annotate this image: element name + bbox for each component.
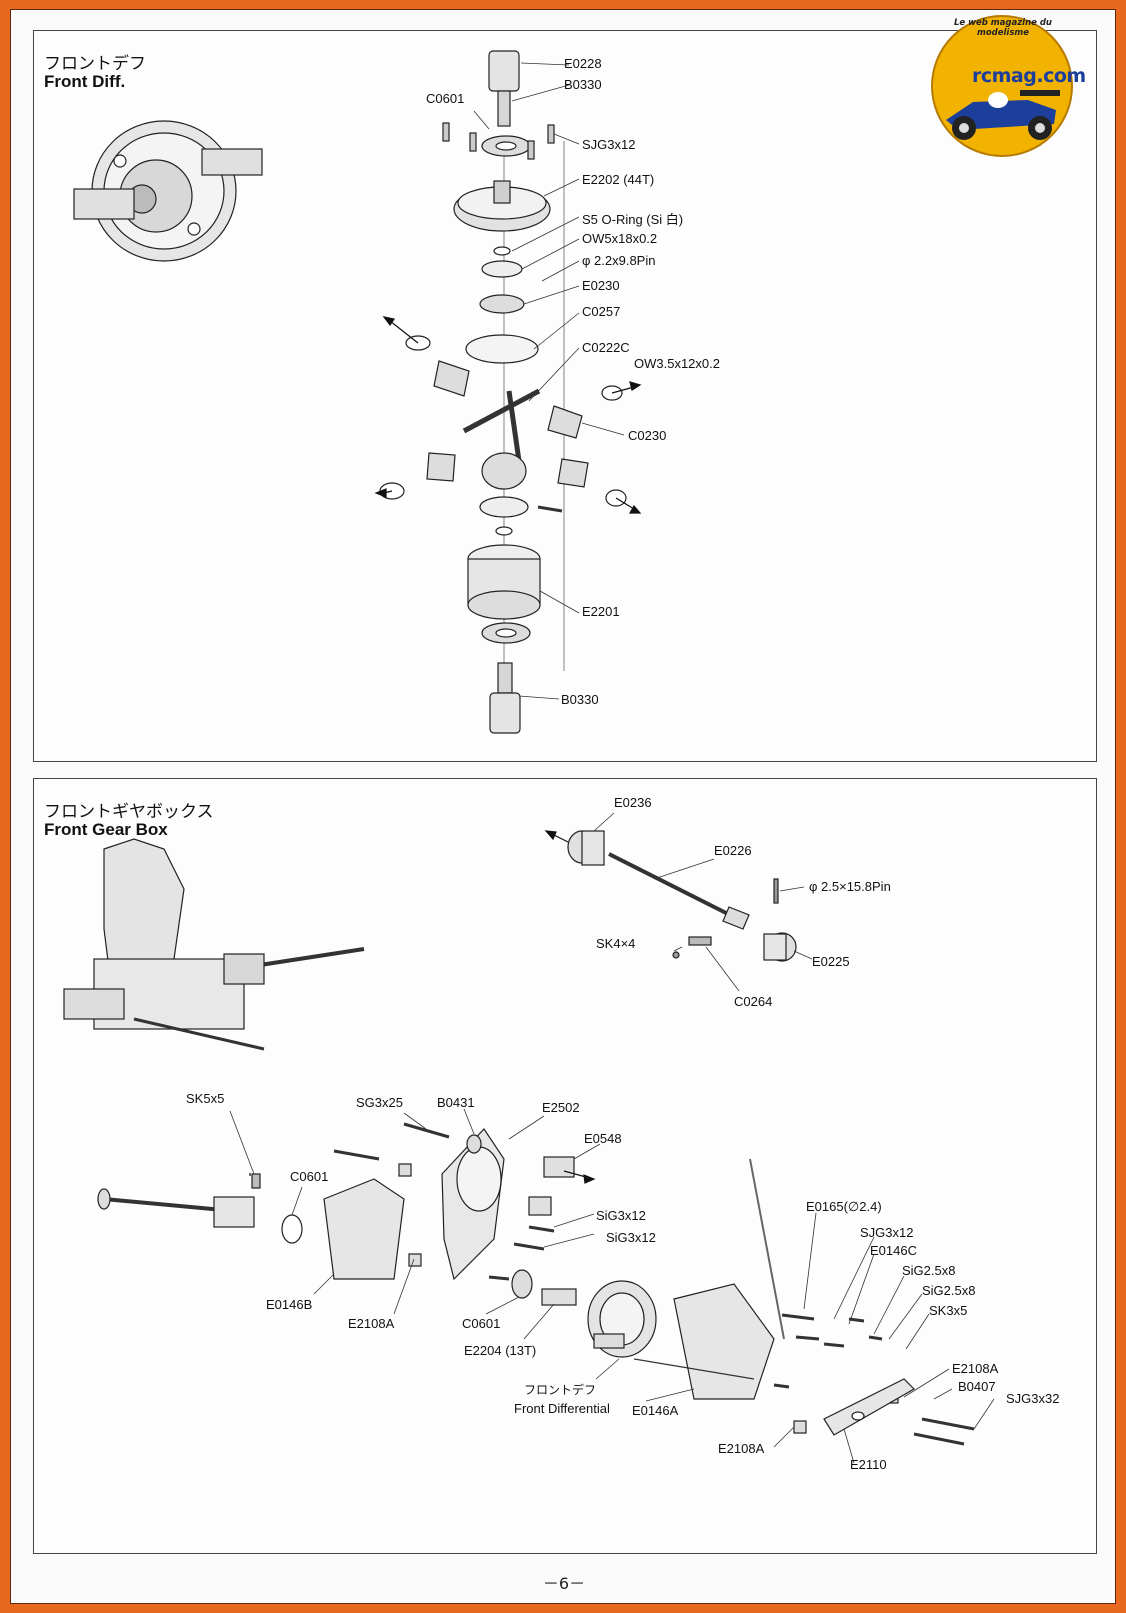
label-e0548: E0548 bbox=[584, 1131, 622, 1146]
label-sjg3x32: SJG3x32 bbox=[1006, 1391, 1060, 1406]
assembled-gearbox-illustration bbox=[63, 838, 365, 1051]
assembled-diff-illustration bbox=[73, 120, 263, 262]
label-ow3-5: OW3.5x12x0.2 bbox=[634, 356, 720, 371]
label-c0222c: C0222C bbox=[582, 340, 630, 355]
label-sig2-5x8-a: SiG2.5x8 bbox=[902, 1263, 956, 1278]
label-s5-oring: S5 O-Ring (Si 白) bbox=[582, 212, 684, 227]
label-e2108a-right: E2108A bbox=[952, 1361, 999, 1376]
rcmag-logo bbox=[931, 15, 1073, 157]
label-c0601-upper: C0601 bbox=[290, 1169, 329, 1184]
front-diff-title-jp: フロントデフ bbox=[44, 54, 146, 74]
label-c0257: C0257 bbox=[582, 304, 621, 319]
label-sk4x4: SK4×4 bbox=[596, 936, 636, 951]
label-e2204: E2204 (13T) bbox=[464, 1343, 537, 1358]
logo-tagline: Le web magazine du modelisme bbox=[954, 18, 1052, 38]
label-e2202: E2202 (44T) bbox=[582, 172, 655, 187]
front-gear-box-exploded-drawing bbox=[63, 812, 995, 1464]
label-sjg3x12: SJG3x12 bbox=[860, 1225, 914, 1240]
label-e0236: E0236 bbox=[614, 795, 652, 810]
label-e0230: E0230 bbox=[582, 278, 620, 293]
label-c0264: C0264 bbox=[734, 994, 773, 1009]
label-c0601: C0601 bbox=[426, 91, 465, 106]
label-c0230: C0230 bbox=[628, 428, 667, 443]
label-pin-2-2: φ 2.2x9.8Pin bbox=[582, 253, 656, 268]
label-sig3x12-a: SiG3x12 bbox=[596, 1208, 646, 1223]
label-e0225: E0225 bbox=[812, 954, 850, 969]
label-e2108a-left: E2108A bbox=[348, 1316, 395, 1331]
label-pin-2-5: φ 2.5×15.8Pin bbox=[809, 879, 891, 894]
label-front-diff-jp: フロントデフ bbox=[524, 1383, 597, 1397]
label-front-differential: Front Differential bbox=[514, 1401, 610, 1416]
label-sg3x25: SG3x25 bbox=[356, 1095, 403, 1110]
label-b0431: B0431 bbox=[437, 1095, 475, 1110]
label-e0146a: E0146A bbox=[632, 1403, 679, 1418]
label-e2108a-bottom: E2108A bbox=[718, 1441, 765, 1456]
label-e0226: E0226 bbox=[714, 843, 752, 858]
label-e2201: E2201 bbox=[582, 604, 620, 619]
label-ow5x18: OW5x18x0.2 bbox=[582, 231, 658, 246]
label-e2110: E2110 bbox=[850, 1457, 887, 1472]
label-e0165: E0165(∅2.4) bbox=[806, 1199, 882, 1214]
front-gear-box-title-en: Front Gear Box bbox=[44, 820, 168, 839]
label-sig3x12-b: SiG3x12 bbox=[606, 1230, 656, 1245]
front-gear-box-title-jp: フロントギヤボックス bbox=[44, 802, 214, 822]
label-b0407: B0407 bbox=[958, 1379, 996, 1394]
page-number: －6－ bbox=[542, 1574, 586, 1593]
label-sig2-5x8-b: SiG2.5x8 bbox=[922, 1283, 976, 1298]
label-e2502: E2502 bbox=[542, 1100, 580, 1115]
logo-brand: rcmag.com bbox=[972, 65, 1086, 87]
label-b0330-bottom: B0330 bbox=[561, 692, 599, 707]
label-e0146b: E0146B bbox=[266, 1297, 313, 1312]
front-diff-panel: フロントデフ Front Diff. bbox=[33, 30, 1097, 762]
label-b0330-top: B0330 bbox=[564, 77, 602, 92]
label-e0228: E0228 bbox=[564, 56, 602, 71]
label-e0146c: E0146C bbox=[870, 1243, 917, 1258]
manual-page: フロントデフ Front Diff. bbox=[10, 9, 1116, 1604]
label-c0601-lower: C0601 bbox=[462, 1316, 501, 1331]
front-diff-title-en: Front Diff. bbox=[44, 72, 126, 91]
front-gear-box-panel: フロントギヤボックス Front Gear Box bbox=[33, 778, 1097, 1554]
label-sk5x5: SK5x5 bbox=[186, 1091, 225, 1106]
label-sjg3x12: SJG3x12 bbox=[582, 137, 636, 152]
front-diff-exploded-drawing bbox=[73, 50, 642, 734]
label-sk3x5: SK3x5 bbox=[929, 1303, 968, 1318]
